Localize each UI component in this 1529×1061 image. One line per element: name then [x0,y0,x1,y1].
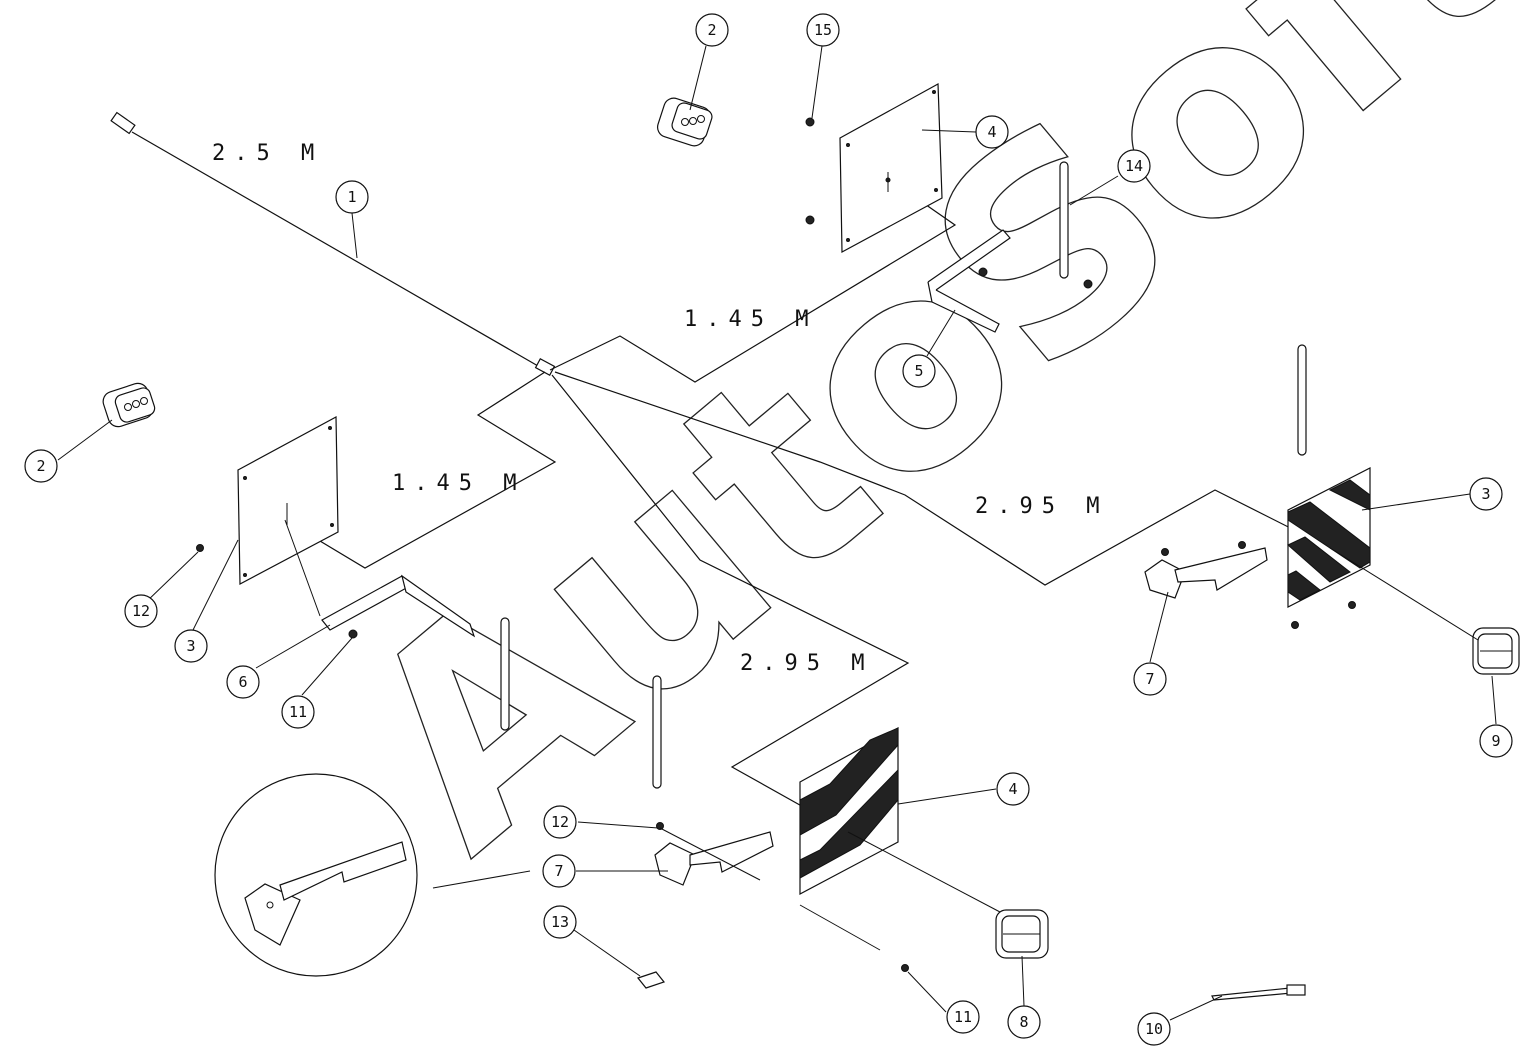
dimension-main-cable: 2.5 M [212,141,323,166]
svg-text:5: 5 [914,362,923,380]
strap-bottom-a [500,617,510,731]
callout-9: 9 [1479,724,1513,758]
callout-13: 13 [543,905,577,939]
svg-text:15: 15 [814,21,832,39]
callout-14: 14 [1117,149,1151,183]
callout-8: 8 [1007,1005,1041,1039]
plate-right-warning [1287,467,1371,608]
callout-3-left: 3 [174,629,208,663]
svg-text:11: 11 [289,703,307,721]
svg-text:13: 13 [551,913,569,931]
cable-harness [110,111,1331,833]
svg-text:11: 11 [954,1008,972,1026]
svg-text:4: 4 [1008,780,1017,798]
svg-text:9: 9 [1491,732,1500,750]
svg-text:2: 2 [36,457,45,475]
callout-7-bottom: 7 [542,854,576,888]
svg-text:3: 3 [186,637,195,655]
svg-text:7: 7 [554,862,563,880]
bracket-left [321,574,476,639]
leader-screw-2 [799,904,881,951]
svg-text:3: 3 [1481,485,1490,503]
bracket-upper [927,229,1011,333]
callout-15: 15 [806,13,840,47]
strap-right [1297,344,1307,456]
dimension-upper-branch: 1.45 M [684,307,817,332]
callout-12-bottom: 12 [543,805,577,839]
svg-text:7: 7 [1145,670,1154,688]
lamp-8 [995,909,1049,959]
clip-13 [636,971,666,989]
cable-tie [1211,984,1306,1001]
svg-text:12: 12 [132,602,150,620]
plate-left [237,416,339,585]
callout-2-left: 2 [24,449,58,483]
svg-text:12: 12 [551,813,569,831]
callout-4-top: 4 [975,115,1009,149]
detail-view-bracket [214,773,418,977]
junction-box [534,358,556,376]
lamp-top [656,97,713,147]
callout-2-top: 2 [695,13,729,47]
screw-15-a [805,117,815,127]
callout-3-right: 3 [1469,477,1503,511]
dimension-right-branch: 2.95 M [975,494,1108,519]
bracket-right [1144,541,1356,629]
strap-bottom-b [652,675,662,789]
screw-12-left [196,544,204,552]
callout-6: 6 [226,665,260,699]
lamp-left [102,382,156,428]
callout-11-left: 11 [281,695,315,729]
dimension-left-branch: 1.45 M [392,471,525,496]
leader-screw [659,827,761,881]
plug-connector [110,111,136,135]
svg-text:2: 2 [707,21,716,39]
svg-text:4: 4 [987,123,996,141]
callout-10: 10 [1137,1012,1171,1046]
screw-15-b [805,215,815,225]
callout-7-right: 7 [1133,662,1167,696]
callout-12-left: 12 [124,594,158,628]
svg-text:10: 10 [1145,1020,1163,1038]
bracket-bottom [654,822,909,972]
dimension-lower-branch: 2.95 M [740,651,873,676]
plate-bottom-warning [799,726,899,895]
svg-text:6: 6 [238,673,247,691]
leader-lines [57,45,1497,1021]
plate-top [839,83,943,253]
lamp-9 [1472,627,1520,675]
callout-11-bottom: 11 [946,1000,980,1034]
callout-4-bottom: 4 [996,772,1030,806]
strap-upper [1059,161,1093,289]
svg-text:8: 8 [1019,1013,1028,1031]
svg-text:1: 1 [347,188,356,206]
callout-5: 5 [902,354,936,388]
svg-text:14: 14 [1125,157,1143,175]
callout-1: 1 [335,180,369,214]
